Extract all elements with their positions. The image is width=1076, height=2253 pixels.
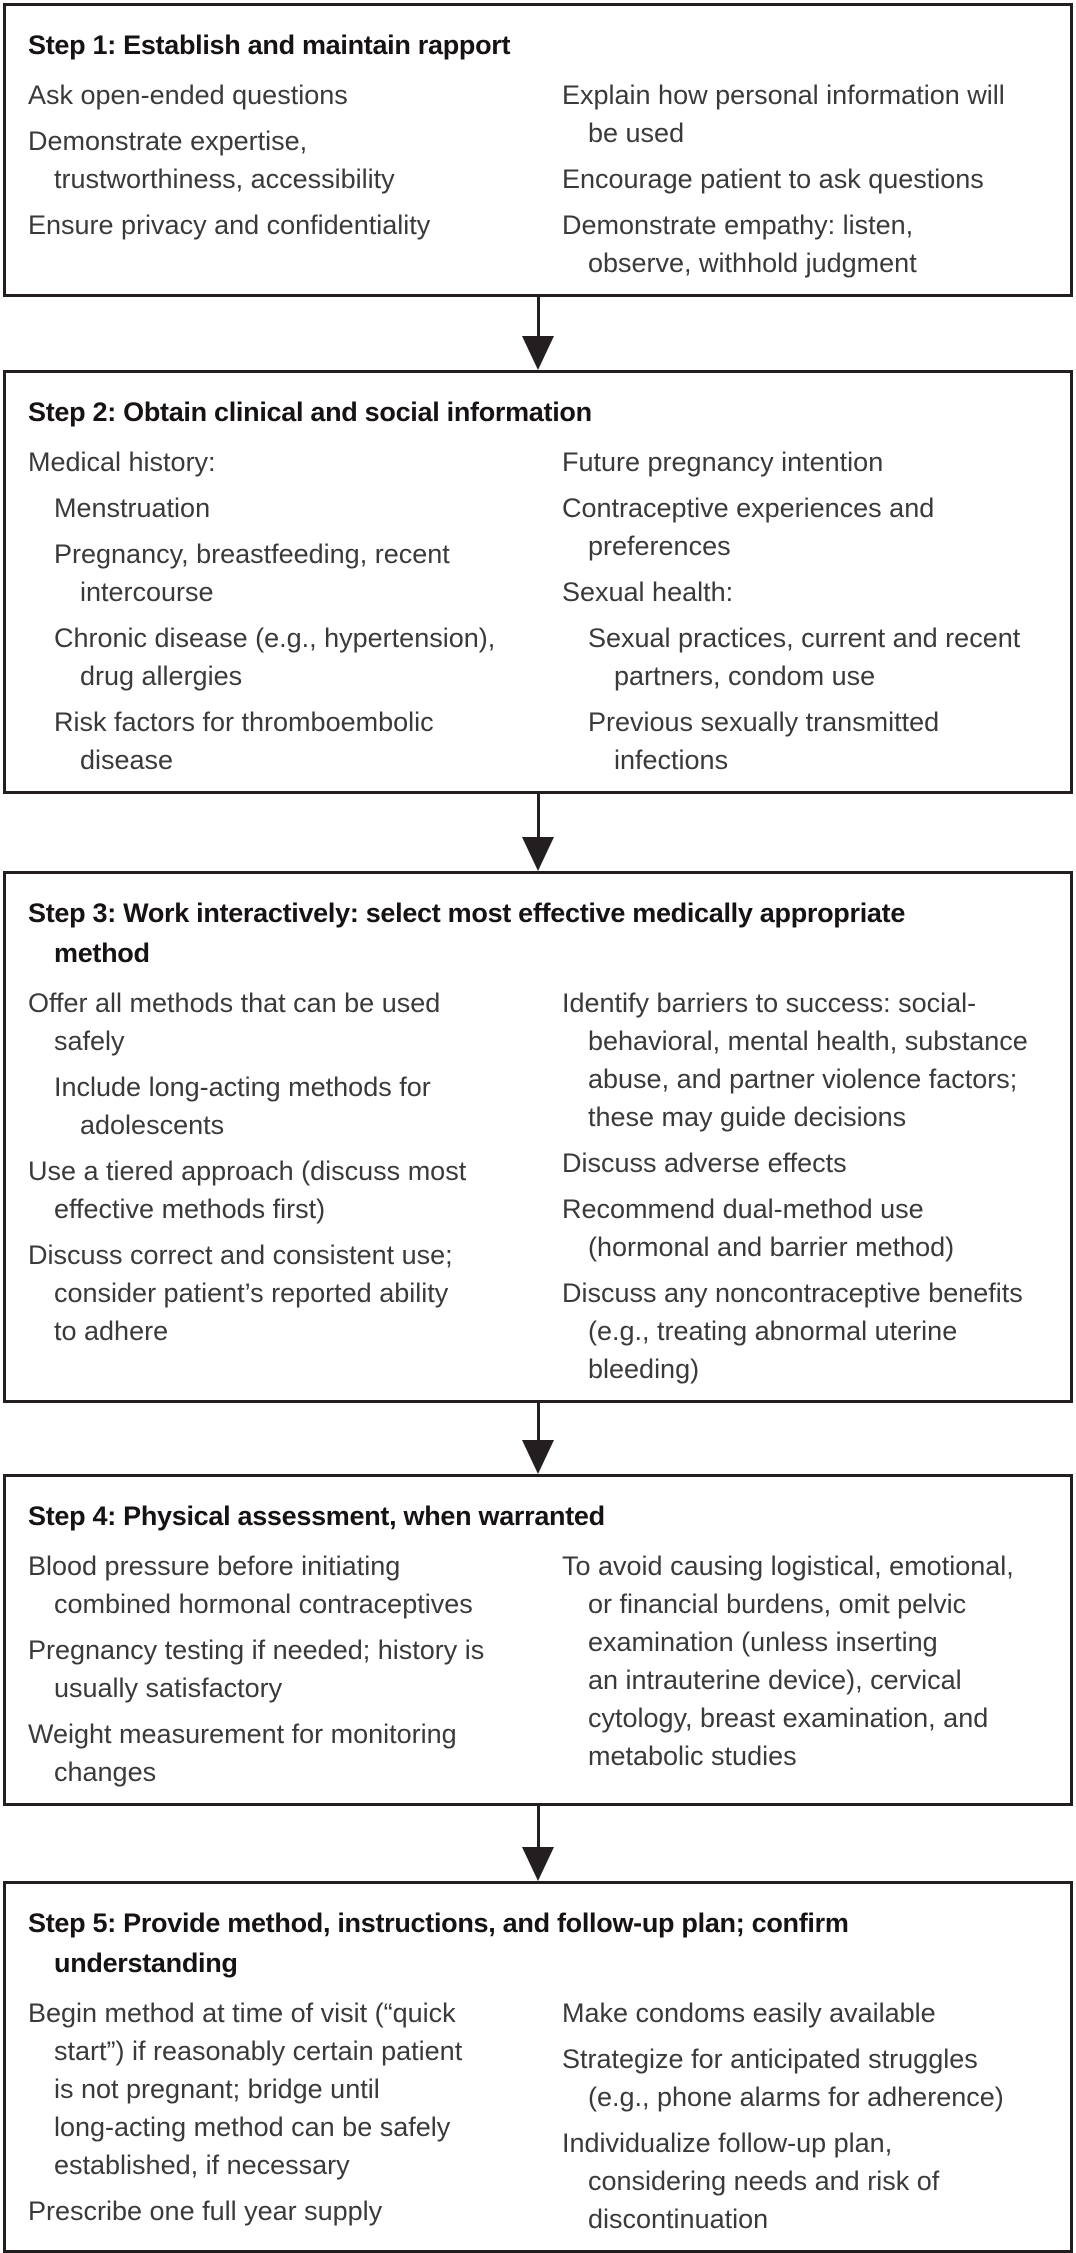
arrow-line (536, 1806, 540, 1849)
arrow-head-icon (522, 1440, 554, 1474)
step-item: Make condoms easily available (562, 1998, 936, 2028)
step-item: Include long-acting methods for adolesce… (54, 1072, 431, 1140)
step-box-4: Step 4: Physical assessment, when warran… (3, 1474, 1073, 1806)
step-item: Prescribe one full year supply (28, 2196, 383, 2226)
step-item: Sexual health: (562, 577, 734, 607)
step-item: Explain how personal information will be… (562, 80, 1005, 148)
step-box-3: Step 3: Work interactively: select most … (3, 871, 1073, 1403)
arrow-head-icon (522, 1847, 554, 1881)
step-right-column: Identify barriers to success: social- be… (562, 984, 1046, 1396)
step-item: Demonstrate expertise, trustworthiness, … (28, 126, 395, 194)
step-title: Step 5: Provide method, instructions, an… (28, 1908, 849, 1978)
step-columns: Begin method at time of visit (“quick st… (28, 1994, 1046, 2246)
step-title: Step 4: Physical assessment, when warran… (28, 1501, 605, 1531)
step-item: Weight measurement for monitoring change… (28, 1719, 457, 1787)
arrow-line (536, 794, 540, 839)
step-item: Use a tiered approach (discuss most effe… (28, 1156, 467, 1224)
step-box-5: Step 5: Provide method, instructions, an… (3, 1881, 1073, 2253)
step-box-2: Step 2: Obtain clinical and social infor… (3, 370, 1073, 794)
step-item: Identify barriers to success: social- be… (562, 988, 1028, 1132)
step-item: Medical history: (28, 447, 216, 477)
down-arrow (3, 297, 1073, 370)
step-item: Previous sexually transmitted infections (588, 707, 940, 775)
step-columns: Offer all methods that can be used safel… (28, 984, 1046, 1396)
step-item: Ensure privacy and confidentiality (28, 210, 431, 240)
step-item: Menstruation (54, 493, 211, 523)
step-left-column: Blood pressure before initiating combine… (28, 1547, 562, 1799)
step-item: Ask open-ended questions (28, 80, 348, 110)
step-item: To avoid causing logistical, emotional, … (562, 1551, 1014, 1771)
step-item: Discuss any noncontraceptive benefits (e… (562, 1278, 1023, 1384)
step-item: Chronic disease (e.g., hypertension), dr… (54, 623, 496, 691)
step-item: Discuss correct and consistent use; cons… (28, 1240, 453, 1346)
step-item: Sexual practices, current and recent par… (588, 623, 1021, 691)
step-item: Contraceptive experiences and preference… (562, 493, 935, 561)
down-arrow (3, 794, 1073, 871)
step-item: Individualize follow-up plan, considerin… (562, 2128, 940, 2234)
arrow-line (536, 297, 540, 338)
step-left-column: Offer all methods that can be used safel… (28, 984, 562, 1396)
arrow-head-icon (522, 336, 554, 370)
step-item: Pregnancy testing if needed; history is … (28, 1635, 485, 1703)
step-item: Encourage patient to ask questions (562, 164, 984, 194)
arrow-head-icon (522, 837, 554, 871)
step-item: Offer all methods that can be used safel… (28, 988, 441, 1056)
step-item: Blood pressure before initiating combine… (28, 1551, 473, 1619)
step-right-column: To avoid causing logistical, emotional, … (562, 1547, 1046, 1799)
step-item: Pregnancy, breastfeeding, recent interco… (54, 539, 450, 607)
step-item: Begin method at time of visit (“quick st… (28, 1998, 463, 2180)
arrow-line (536, 1403, 540, 1442)
step-box-1: Step 1: Establish and maintain rapport A… (3, 3, 1073, 297)
step-item: Recommend dual-method use (hormonal and … (562, 1194, 955, 1262)
step-right-column: Explain how personal information will be… (562, 76, 1046, 290)
step-title: Step 2: Obtain clinical and social infor… (28, 397, 592, 427)
step-item: Future pregnancy intention (562, 447, 884, 477)
step-item: Strategize for anticipated struggles (e.… (562, 2044, 1004, 2112)
down-arrow (3, 1403, 1073, 1474)
step-columns: Blood pressure before initiating combine… (28, 1547, 1046, 1799)
step-title: Step 1: Establish and maintain rapport (28, 30, 511, 60)
step-item: Discuss adverse effects (562, 1148, 847, 1178)
step-title: Step 3: Work interactively: select most … (28, 898, 906, 968)
step-item: Demonstrate empathy: listen, observe, wi… (562, 210, 917, 278)
step-item: Risk factors for thromboembolic disease (54, 707, 434, 775)
step-left-column: Begin method at time of visit (“quick st… (28, 1994, 562, 2246)
down-arrow (3, 1806, 1073, 1881)
